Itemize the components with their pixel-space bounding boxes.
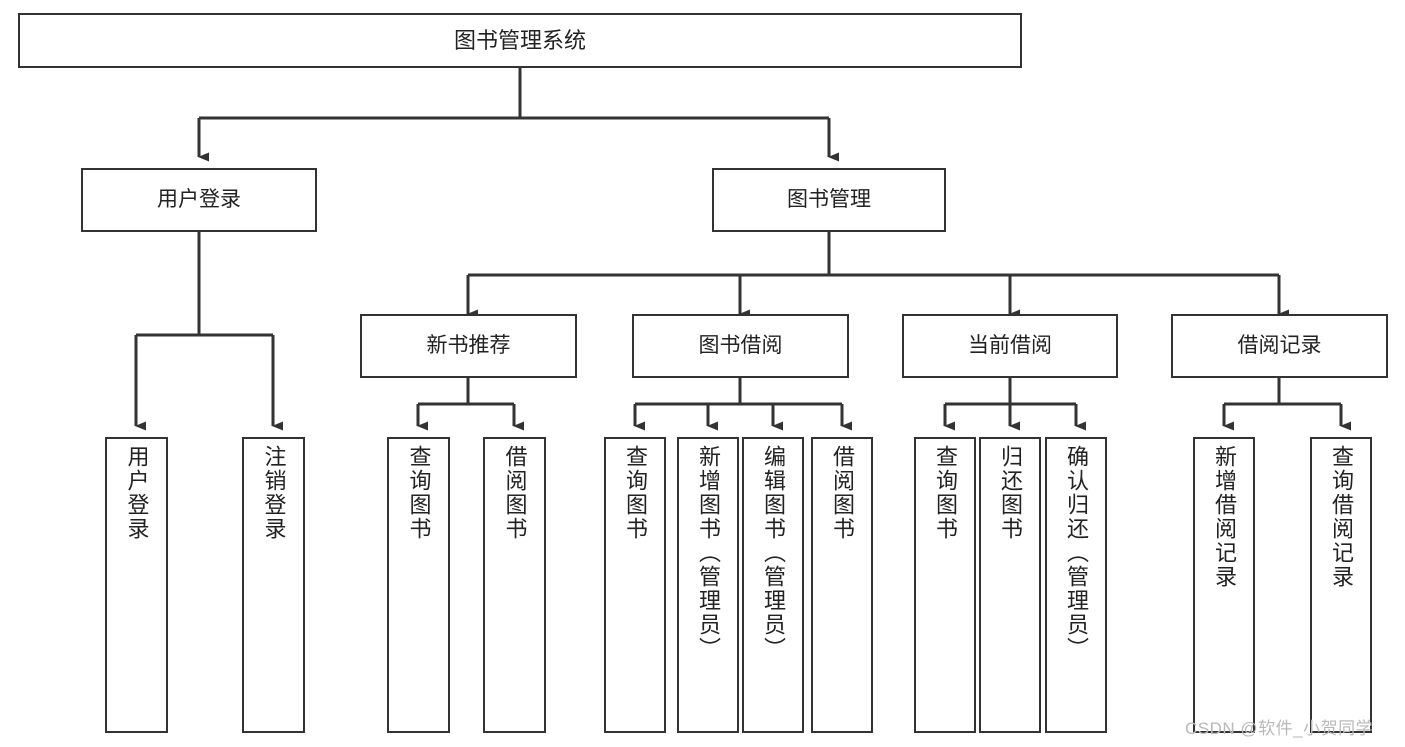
leaf-confirm-return-admin[interactable]: 确认归还（管理员）	[1045, 437, 1107, 733]
node-book-borrow-label: 图书借阅	[698, 333, 783, 357]
watermark-text: CSDN @软件_小贺同学	[1185, 719, 1374, 738]
leaf-borrow-book-label: 借阅图书	[830, 445, 855, 541]
node-user-login[interactable]: 用户登录	[81, 168, 317, 232]
leaf-query-book-newbook[interactable]: 查询图书	[387, 437, 450, 733]
leaf-logout-label: 注销登录	[261, 445, 287, 541]
leaf-user-login-label: 用户登录	[124, 445, 150, 541]
node-root[interactable]: 图书管理系统	[18, 13, 1022, 68]
node-root-label: 图书管理系统	[453, 27, 586, 53]
node-current-borrow-label: 当前借阅	[968, 333, 1052, 357]
leaf-query-book-current-label: 查询图书	[933, 445, 958, 541]
node-book-borrow[interactable]: 图书借阅	[632, 314, 849, 378]
leaf-edit-book-admin[interactable]: 编辑图书（管理员）	[742, 437, 804, 733]
node-new-book-recommend[interactable]: 新书推荐	[360, 314, 577, 378]
leaf-query-book-newbook-label: 查询图书	[406, 445, 432, 541]
leaf-add-borrow-record[interactable]: 新增借阅记录	[1193, 437, 1255, 733]
node-book-management[interactable]: 图书管理	[712, 168, 946, 232]
node-user-login-label: 用户登录	[157, 187, 241, 211]
node-borrow-record-label: 借阅记录	[1237, 333, 1322, 357]
leaf-add-borrow-record-label: 新增借阅记录	[1212, 445, 1237, 589]
leaf-borrow-book-newbook[interactable]: 借阅图书	[483, 437, 546, 733]
leaf-confirm-return-admin-label: 确认归还（管理员）	[1064, 445, 1089, 661]
leaf-add-book-admin-label: 新增图书（管理员）	[696, 445, 721, 661]
leaf-query-borrow-record-label: 查询借阅记录	[1329, 445, 1354, 589]
node-book-management-label: 图书管理	[787, 187, 871, 211]
leaf-borrow-book-newbook-label: 借阅图书	[502, 445, 528, 541]
leaf-query-book-borrow-label: 查询图书	[623, 445, 648, 541]
leaf-user-login[interactable]: 用户登录	[105, 437, 168, 733]
node-current-borrow[interactable]: 当前借阅	[902, 314, 1118, 378]
leaf-add-book-admin[interactable]: 新增图书（管理员）	[677, 437, 739, 733]
leaf-edit-book-admin-label: 编辑图书（管理员）	[761, 445, 786, 661]
leaf-query-borrow-record[interactable]: 查询借阅记录	[1310, 437, 1372, 733]
node-borrow-record[interactable]: 借阅记录	[1171, 314, 1388, 378]
leaf-borrow-book[interactable]: 借阅图书	[811, 437, 873, 733]
leaf-return-book-label: 归还图书	[998, 445, 1023, 541]
leaf-query-book-current[interactable]: 查询图书	[914, 437, 976, 733]
leaf-return-book[interactable]: 归还图书	[979, 437, 1041, 733]
node-new-book-recommend-label: 新书推荐	[426, 333, 511, 357]
leaf-logout[interactable]: 注销登录	[242, 437, 305, 733]
leaf-query-book-borrow[interactable]: 查询图书	[604, 437, 666, 733]
